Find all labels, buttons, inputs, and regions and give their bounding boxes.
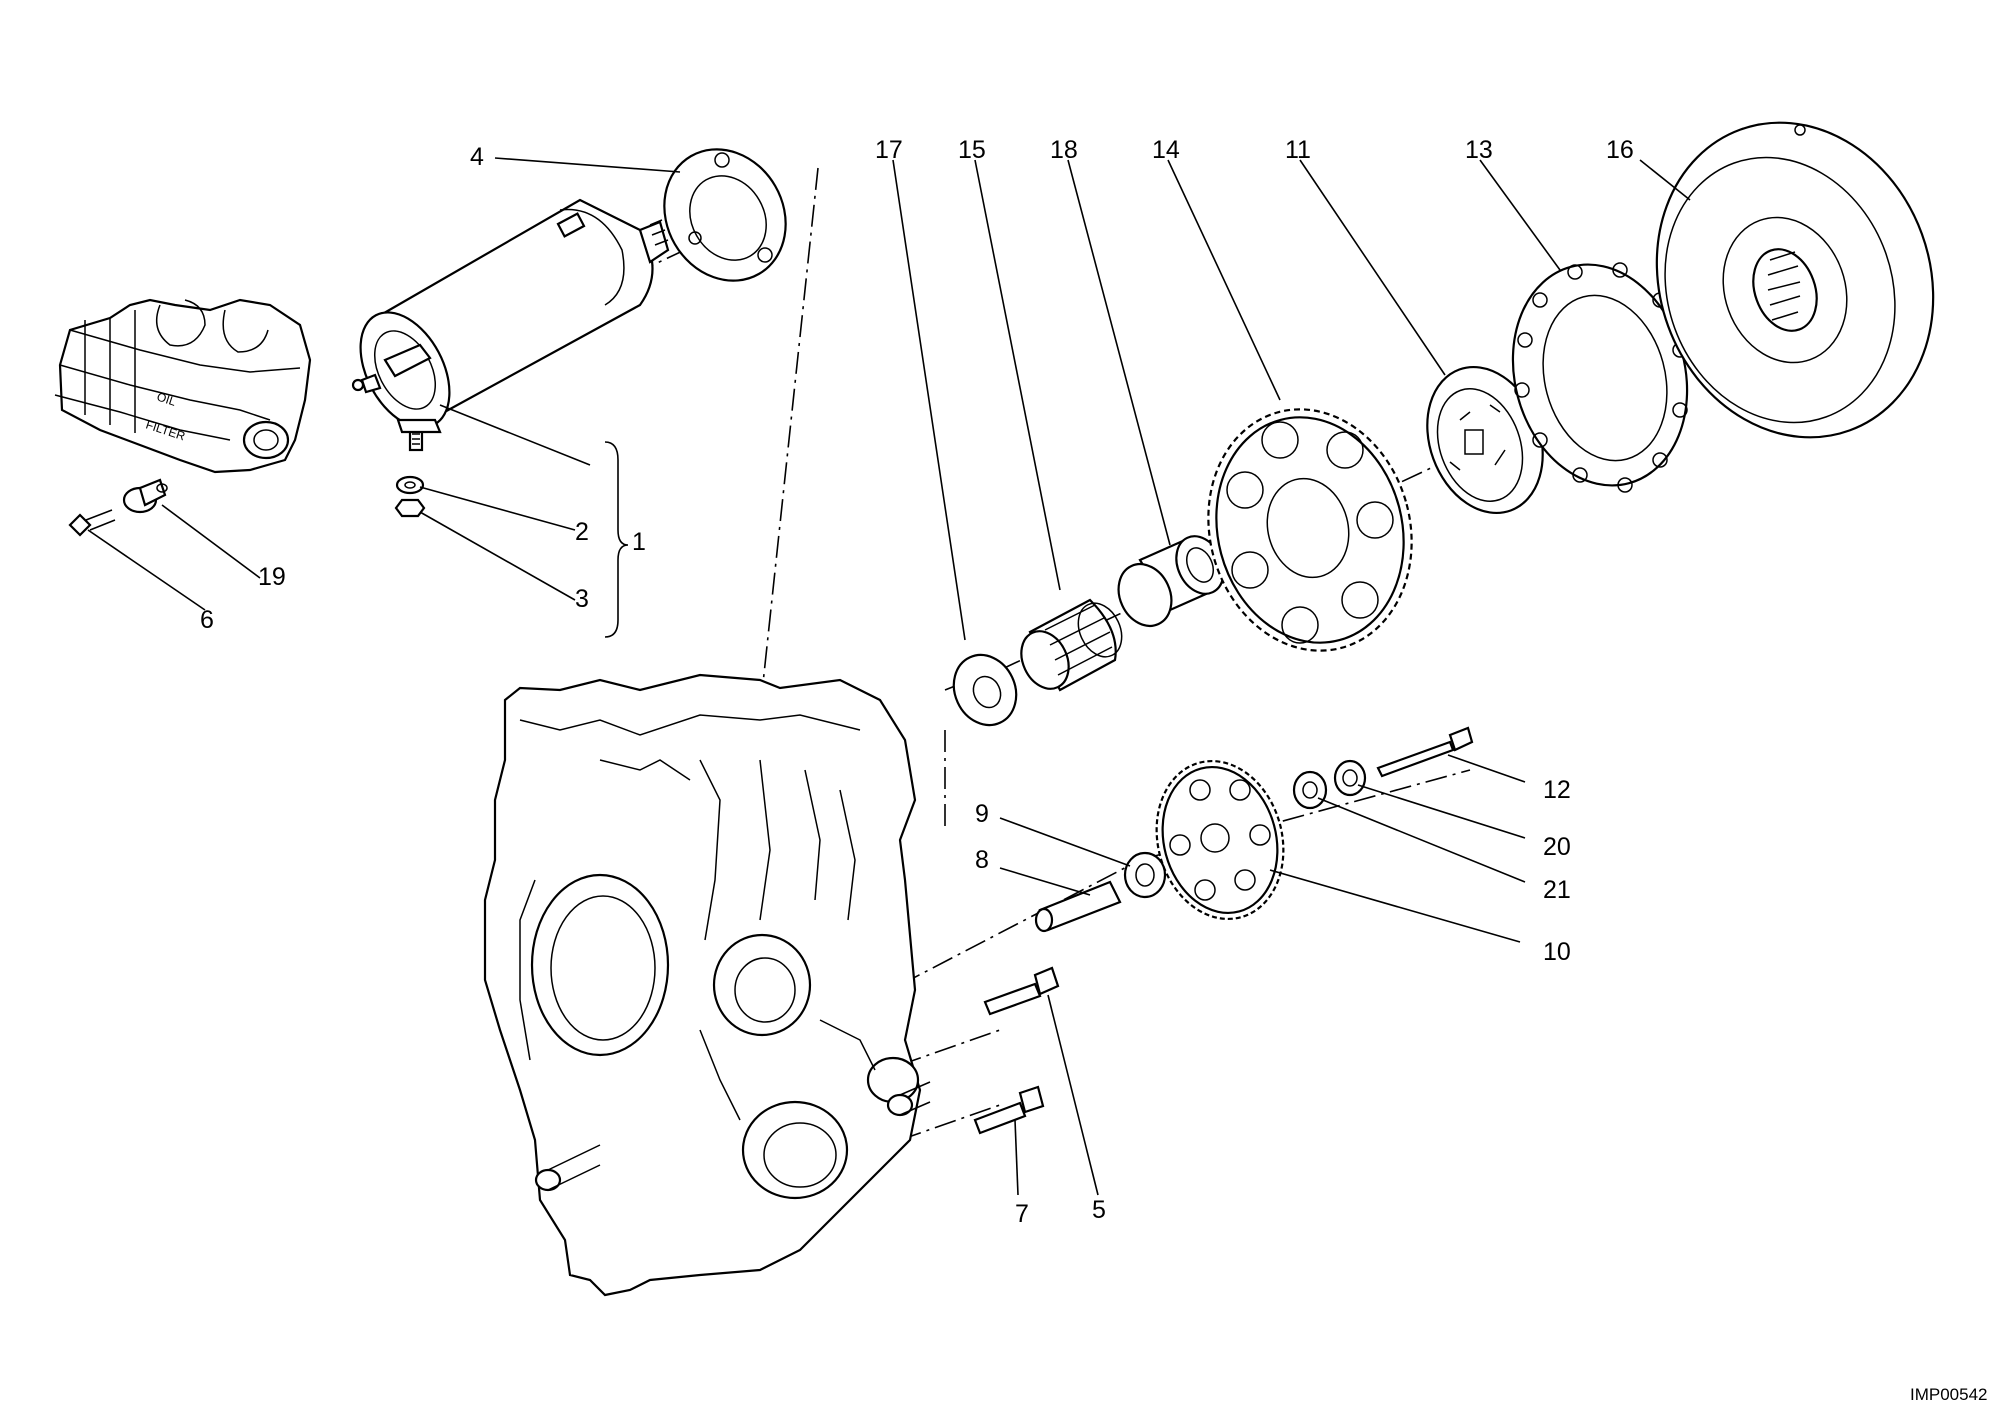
small-fasteners — [68, 475, 426, 537]
washer-20 — [1333, 759, 1367, 797]
starter-flange — [663, 148, 787, 282]
shaft-and-washers — [1034, 726, 1474, 933]
callout-19: 19 — [258, 563, 286, 591]
callout-11: 11 — [1285, 136, 1311, 164]
thrust-washer-17 — [952, 653, 1018, 727]
crankcase-screws — [973, 966, 1060, 1135]
crankcase — [483, 673, 931, 1297]
drawing-code: IMP00542 — [1910, 1385, 1988, 1404]
oil-filter-housing: OIL FILTER — [54, 298, 312, 474]
callout-8: 8 — [975, 846, 989, 874]
freewheel-cage-13 — [1511, 262, 1689, 493]
reduction-gear-10 — [1155, 759, 1285, 921]
callout-17: 17 — [875, 136, 903, 164]
washer-9 — [1123, 851, 1167, 899]
nut-3 — [394, 498, 426, 518]
screw-5 — [983, 982, 1042, 1016]
callout-6: 6 — [200, 606, 214, 634]
callout-13: 13 — [1465, 136, 1493, 164]
callout-labels: 4 2 1 3 19 6 17 15 18 14 11 13 16 12 20 … — [200, 136, 1634, 1228]
callout-2: 2 — [575, 518, 589, 546]
callout-10: 10 — [1543, 938, 1571, 966]
washer-2 — [395, 475, 425, 495]
callout-7: 7 — [1015, 1200, 1029, 1228]
screw-12 — [1376, 740, 1455, 778]
callout-21: 21 — [1543, 876, 1571, 904]
screw-6 — [68, 513, 92, 537]
oil-label: OIL — [155, 390, 178, 409]
callout-4: 4 — [470, 143, 484, 171]
callout-5: 5 — [1092, 1196, 1106, 1224]
starter-motor — [351, 198, 670, 452]
callout-3: 3 — [575, 585, 589, 613]
callout-15: 15 — [958, 136, 986, 164]
callout-18: 18 — [1050, 136, 1078, 164]
intermediate-gear-14 — [1207, 408, 1413, 652]
needle-bearing-15 — [1020, 598, 1123, 692]
callout-14: 14 — [1152, 136, 1180, 164]
starter-clutch-housing-16 — [1655, 121, 1935, 439]
washer-21 — [1292, 770, 1328, 810]
callout-9: 9 — [975, 800, 989, 828]
callout-16: 16 — [1606, 136, 1634, 164]
callout-20: 20 — [1543, 833, 1571, 861]
leader-lines — [87, 157, 1691, 1196]
screw-7 — [973, 1101, 1027, 1135]
callout-12: 12 — [1543, 776, 1571, 804]
callout-1: 1 — [632, 528, 646, 556]
